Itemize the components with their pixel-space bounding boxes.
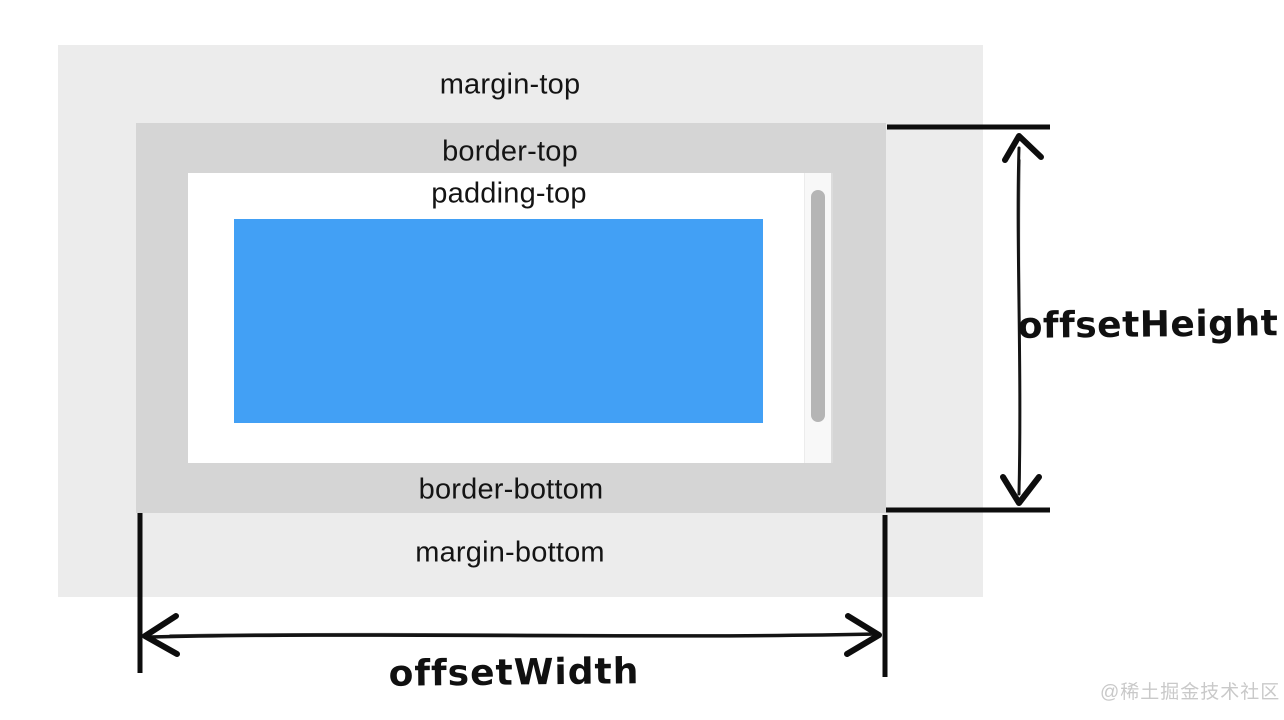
content-box: [234, 219, 763, 423]
margin-top-label: margin-top: [439, 68, 581, 101]
arrowhead-down-icon: [1000, 474, 1042, 506]
margin-bottom-label: margin-bottom: [415, 536, 605, 569]
scrollbar-thumb: [811, 190, 825, 422]
arrowhead-left-icon: [142, 613, 180, 657]
offset-width-arrow-shaft: [169, 632, 861, 637]
border-bottom-label: border-bottom: [418, 473, 604, 506]
watermark: @稀土掘金技术社区: [1100, 682, 1281, 703]
offset-height-label: offsetHeight: [1017, 303, 1279, 347]
border-top-label: border-top: [442, 135, 578, 168]
padding-top-label: padding-top: [431, 177, 587, 210]
arrowhead-right-icon: [844, 613, 882, 657]
arrowhead-up-icon: [1002, 133, 1044, 163]
offset-width-arrow-shaft: [148, 632, 878, 639]
offset-width-label: offsetWidth: [388, 651, 640, 695]
